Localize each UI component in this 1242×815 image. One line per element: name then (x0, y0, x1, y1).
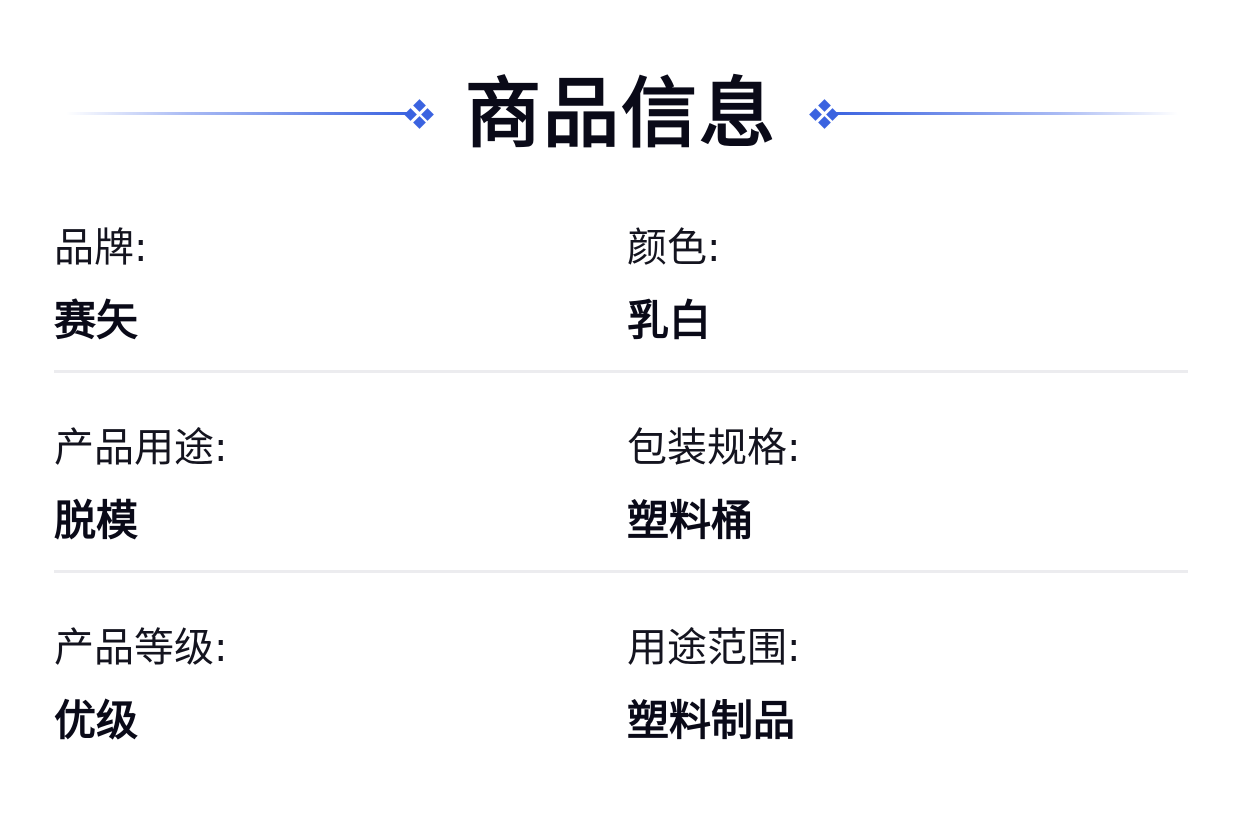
field-value: 塑料桶 (627, 496, 754, 545)
field-value: 优级 (54, 696, 139, 745)
row-divider (54, 570, 1188, 573)
field-value: 赛矢 (54, 296, 139, 345)
field-value: 脱模 (54, 496, 139, 545)
info-cell-brand: 品牌: 赛矢 (54, 224, 574, 346)
field-label: 用途范围: (627, 625, 801, 671)
info-row: 品牌: 赛矢 颜色: 乳白 (54, 210, 1188, 410)
info-row: 产品用途: 脱模 包装规格: 塑料桶 (54, 410, 1188, 610)
info-row: 产品等级: 优级 用途范围: 塑料制品 (54, 610, 1188, 810)
info-cell-color: 颜色: 乳白 (627, 224, 1147, 346)
field-value: 乳白 (627, 296, 712, 345)
row-divider (54, 370, 1188, 373)
header-rule-right (832, 112, 1178, 115)
field-label: 包装规格: (627, 425, 801, 471)
info-cell-grade: 产品等级: 优级 (54, 624, 574, 746)
field-label: 颜色: (627, 225, 721, 271)
info-cell-scope: 用途范围: 塑料制品 (627, 624, 1147, 746)
field-label: 产品等级: (54, 625, 228, 671)
header-rule-left (66, 112, 412, 115)
section-header: 商品信息 (0, 60, 1242, 170)
info-cell-usage: 产品用途: 脱模 (54, 424, 574, 546)
product-info-table: 品牌: 赛矢 颜色: 乳白 产品用途: 脱模 包装规格: 塑料桶 产品等级: 优… (54, 210, 1188, 810)
field-label: 品牌: (54, 225, 148, 271)
info-cell-packaging: 包装规格: 塑料桶 (627, 424, 1147, 546)
section-title: 商品信息 (465, 69, 777, 158)
field-label: 产品用途: (54, 425, 228, 471)
field-value: 塑料制品 (627, 696, 796, 745)
